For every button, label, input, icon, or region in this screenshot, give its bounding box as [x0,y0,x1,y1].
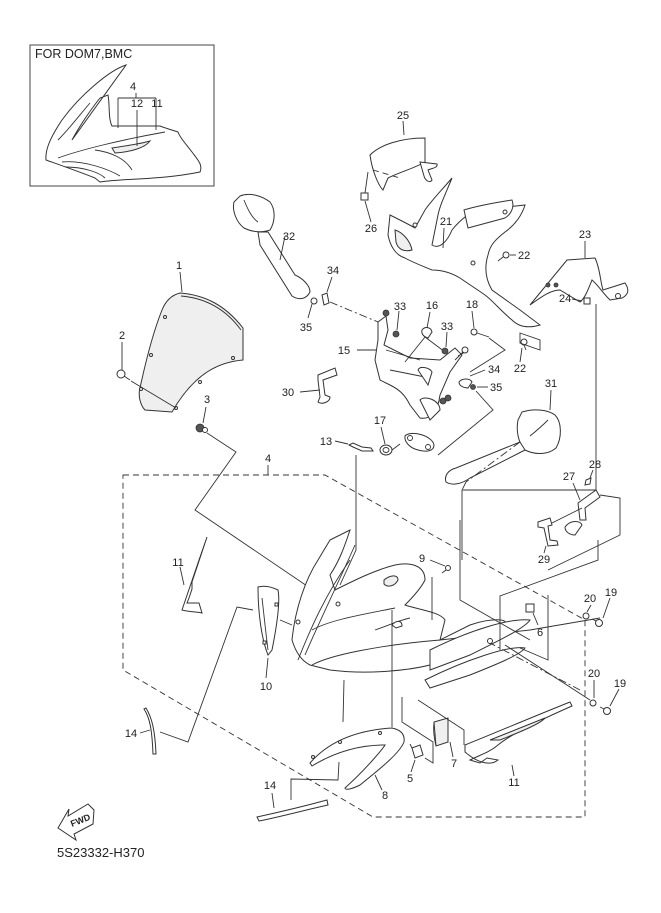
mirror-32-left[interactable] [233,193,311,300]
part-label-19-upper: 19 [605,587,617,599]
side-cover-10[interactable] [257,585,280,656]
grommet-16[interactable] [421,327,433,339]
bracket-29[interactable] [537,517,559,547]
nut-33-left[interactable] [392,330,400,338]
part-label-15: 15 [338,345,350,357]
drawing-code: 5S23332-H370 [57,845,144,860]
part-label-14-left: 14 [125,728,137,740]
bolt-18[interactable] [470,328,490,338]
inset-label-11: 11 [151,98,162,110]
assembly-4-boundary [122,474,586,818]
part-label-27: 27 [563,471,575,483]
collar-28[interactable] [584,477,592,486]
part-label-18: 18 [466,299,478,311]
part-label-23: 23 [579,229,591,241]
washer-20-lower[interactable] [589,699,597,707]
part-label-35-left: 35 [300,322,312,334]
screw-9[interactable] [441,565,451,574]
part-label-10: 10 [260,681,272,693]
part-label-32: 32 [283,231,295,243]
screw-22-upper[interactable] [497,251,510,262]
damper-7[interactable] [433,717,449,747]
edge-trim-14-lower[interactable] [256,799,329,822]
part-label-21: 21 [440,216,452,228]
stay-30[interactable] [317,367,338,404]
part-label-26: 26 [365,223,377,235]
inner-panel-21[interactable] [387,177,542,328]
inset-label-12: 12 [131,98,143,110]
bolt-2[interactable] [116,369,131,381]
bracket-27[interactable] [564,489,601,536]
part-label-24: 24 [559,293,571,305]
side-cowling-right[interactable] [429,619,531,671]
part-label-33-right: 33 [441,321,453,333]
part-label-20-upper: 20 [584,593,596,605]
part-label-20-lower: 20 [588,668,600,680]
part-label-2: 2 [119,330,125,342]
nut-26[interactable] [360,192,369,201]
inset-cowling-drawing [45,64,202,183]
nut-35-right[interactable] [470,384,476,390]
part-label-14-lower: 14 [264,780,276,792]
inner-panel-23[interactable] [529,257,629,306]
part-label-31: 31 [545,378,557,390]
part-label-22-lower: 22 [514,363,526,375]
part-label-17: 17 [374,415,386,427]
part-label-1: 1 [176,260,182,272]
damper-17[interactable] [379,444,393,456]
part-label-16: 16 [426,300,438,312]
nut-33-right[interactable] [441,347,449,355]
screw-19-lower[interactable] [599,706,611,715]
nut-6[interactable] [525,603,535,613]
part-label-19-lower: 19 [614,678,626,690]
part-label-11-left: 11 [172,557,183,569]
part-label-4: 4 [265,453,271,465]
wire-clip-13[interactable] [347,442,374,452]
screw-19-upper[interactable] [591,618,603,627]
part-label-30: 30 [282,387,294,399]
part-label-34-left: 34 [327,265,339,277]
part-label-9: 9 [419,553,425,565]
part-label-28: 28 [589,459,601,471]
part-label-3: 3 [204,394,210,406]
part-label-34-right: 34 [488,364,500,376]
clip-5[interactable] [409,743,424,759]
front-cowling[interactable] [291,529,507,673]
windshield-1[interactable] [138,292,244,413]
plate-34-right[interactable] [458,378,473,389]
inset-frame [29,44,215,187]
part-label-35-right: 35 [490,382,502,394]
washer-20-upper[interactable] [582,612,590,620]
fwd-arrow-icon: FWD [57,803,95,842]
meter-cover-25[interactable] [369,137,438,191]
side-cowling-lower[interactable] [424,647,526,689]
cowling-stay-15[interactable] [374,315,463,421]
lower-panel-8[interactable] [309,727,405,790]
inset-title: FOR DOM7,BMC [35,47,132,61]
part-label-11-right: 11 [508,777,519,789]
part-label-5: 5 [407,773,413,785]
part-label-33-left: 33 [394,301,406,313]
part-label-6: 6 [537,627,543,639]
part-label-25: 25 [397,110,409,122]
inset-label-4: 4 [130,81,136,93]
nut-33-upper-left[interactable] [382,309,390,317]
well-nut-3[interactable] [195,423,208,433]
part-label-29: 29 [538,554,550,566]
screw-22-lower[interactable] [520,338,528,351]
inset-dom7-bmc: FOR DOM7,BMC 4 12 11 [29,44,215,187]
decal-11-right[interactable] [464,701,573,764]
part-label-8: 8 [382,790,388,802]
decal-11-left[interactable] [181,536,208,614]
nut-35-left[interactable] [310,297,318,305]
mirror-31-right[interactable] [445,409,561,485]
edge-trim-14-left[interactable] [143,707,157,755]
part-label-13: 13 [320,436,332,448]
plate-34-left[interactable] [321,292,330,306]
part-label-22-upper: 22 [518,250,530,262]
part-label-7: 7 [451,758,457,770]
nut-24[interactable] [583,297,591,305]
